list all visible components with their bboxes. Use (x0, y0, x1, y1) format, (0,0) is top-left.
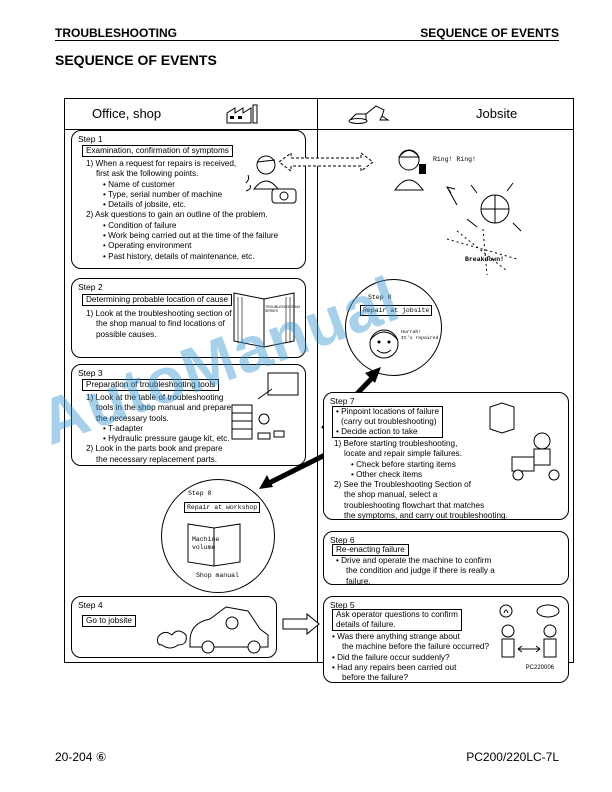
shop-manual-caption: Shop manual (196, 572, 239, 579)
step7-number: Step 7 (330, 396, 355, 406)
step4-box: Step 4 Go to jobsite (71, 596, 277, 658)
office-column-header: Office, shop (65, 99, 317, 130)
step6-label: Re-enacting failure (332, 544, 409, 556)
phone-call-icon (245, 155, 297, 204)
step3-number: Step 3 (78, 368, 103, 378)
step2-number: Step 2 (78, 282, 103, 292)
step3-label: Preparation of troubleshooting tools (82, 379, 220, 391)
header-chapter-title: SEQUENCE OF EVENTS (420, 26, 559, 40)
step6-box: Step 6 Re-enacting failure • Drive and o… (323, 531, 569, 586)
step4-label: Go to jobsite (82, 615, 136, 627)
header-rule (55, 40, 559, 41)
step1-box: Step 1 Examination, confirmation of symp… (71, 130, 306, 269)
machine-model: PC200/220LC-7L (466, 750, 559, 764)
contact-arrow-icon (278, 152, 374, 172)
step8-workshop-label: Repair at workshop (184, 502, 261, 513)
operator-phoning-icon (394, 149, 426, 191)
step6-number: Step 6 (330, 535, 355, 545)
step5-number: Step 5 (330, 600, 355, 610)
column-divider (317, 99, 318, 662)
step2-text: 1) Look at the troubleshooting section o… (86, 309, 232, 339)
step6-text: • Drive and operate the machine to confi… (336, 556, 495, 586)
shop-manual-book-icon (233, 292, 295, 348)
step5-text: • Was there anything strange about the m… (332, 632, 490, 683)
step7-text: 1) Before starting troubleshooting, loca… (334, 439, 508, 521)
step1-text: 1) When a request for repairs is receive… (86, 159, 279, 261)
step7-box: Step 7 • Pinpoint locations of failure (… (323, 392, 569, 520)
page-title: SEQUENCE OF EVENTS (55, 52, 217, 68)
step8-jobsite-number: Step 8 (368, 294, 392, 301)
header-section-title: TROUBLESHOOTING (55, 26, 177, 40)
step1-label: Examination, confirmation of symptoms (82, 145, 233, 157)
troubleshooting-tools-icon (231, 372, 299, 440)
machine-breakdown-icon (445, 182, 522, 276)
step7-label: • Pinpoint locations of failure (carry o… (332, 406, 443, 438)
jobsite-column-title: Jobsite (476, 106, 518, 121)
step8-jobsite-circle: Step 8 Repair at jobsite Hurrah!It's rep… (345, 279, 442, 376)
operator-interview-icon (499, 604, 560, 658)
step8-jobsite-label: Repair at jobsite (360, 305, 433, 316)
phone-caption: Ring! Ring! (433, 156, 476, 163)
car-to-jobsite-icon (157, 606, 269, 654)
step8-workshop-number: Step 8 (188, 490, 212, 497)
machine-volume-book-icon (187, 523, 241, 567)
jobsite-column-header: Jobsite (318, 99, 573, 130)
step4-number: Step 4 (78, 600, 103, 610)
step2-label: Determining probable location of cause (82, 294, 233, 306)
office-column-title: Office, shop (92, 106, 162, 121)
page-number: 20-204 ⑥ (55, 750, 107, 764)
figure-code: PC220006 (525, 665, 554, 671)
breakdown-caption: Breakdown! (465, 256, 505, 263)
step3-text: 1) Look at the table of troubleshooting … (86, 393, 232, 464)
repair-worker-icon (369, 329, 399, 359)
factory-icon (226, 104, 258, 124)
step2-box: Step 2 Determining probable location of … (71, 278, 306, 358)
step1-number: Step 1 (78, 134, 103, 144)
step3-box: Step 3 Preparation of troubleshooting to… (71, 364, 306, 466)
excavator-icon (348, 105, 390, 124)
mechanic-at-machine-icon (489, 402, 560, 481)
sequence-diagram: Office, shop Jobsite Step 1 Examination,… (64, 98, 574, 683)
step5-box: Step 5 Ask operator questions to confirm… (323, 596, 569, 683)
step5-label: Ask operator questions to confirm detail… (332, 609, 462, 631)
step4-to-step5-arrow (282, 612, 320, 636)
step8-jobsite-caption: Hurrah!It's repaired (401, 330, 439, 341)
